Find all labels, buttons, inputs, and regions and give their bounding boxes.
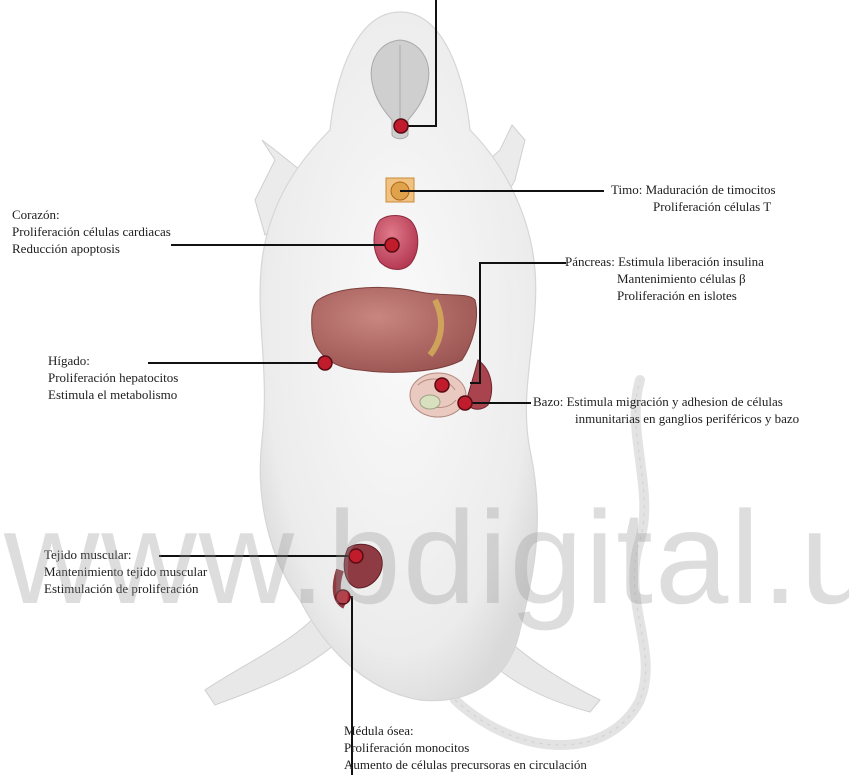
corazon-line-1: Proliferación células cardiacas — [12, 223, 171, 240]
marker-spleen — [458, 396, 472, 410]
label-bazo: Bazo: Estimula migración y adhesion de c… — [533, 393, 799, 427]
bazo-line-2: inmunitarias en ganglios periféricos y b… — [533, 410, 799, 427]
label-corazon: Corazón: Proliferación células cardiacas… — [12, 206, 171, 257]
label-timo: Timo: Maduración de timocitos Proliferac… — [611, 181, 776, 215]
pancreas-line-1: Estimula liberación insulina — [618, 254, 764, 269]
medula-line-1: Proliferación monocitos — [344, 739, 587, 756]
watermark-text: www.bdigital.ul — [4, 492, 849, 624]
marker-heart — [385, 238, 399, 252]
corazon-title: Corazón: — [12, 206, 171, 223]
marker-pancreas — [435, 378, 449, 392]
pancreas-line-2: Mantenimiento células β — [565, 270, 764, 287]
higado-line-2: Estimula el metabolismo — [48, 386, 178, 403]
medula-line-2: Aumento de células precursoras en circul… — [344, 756, 587, 773]
marker-brain — [394, 119, 408, 133]
label-higado: Hígado: Proliferación hepatocitos Estimu… — [48, 352, 178, 403]
corazon-line-2: Reducción apoptosis — [12, 240, 171, 257]
liver-organ — [312, 287, 477, 372]
higado-title: Hígado: — [48, 352, 178, 369]
bazo-title: Bazo: — [533, 394, 563, 409]
timo-line-2: Proliferación células T — [611, 198, 776, 215]
label-pancreas: Páncreas: Estimula liberación insulina M… — [565, 253, 764, 304]
label-medula: Médula ósea: Proliferación monocitos Aum… — [344, 722, 587, 773]
bazo-line-1: Estimula migración y adhesion de células — [567, 394, 783, 409]
marker-liver — [318, 356, 332, 370]
timo-title: Timo: — [611, 182, 642, 197]
medula-title: Médula ósea: — [344, 722, 587, 739]
pancreas-line-3: Proliferación en islotes — [565, 287, 764, 304]
timo-line-1: Maduración de timocitos — [646, 182, 776, 197]
pancreas-title: Páncreas: — [565, 254, 615, 269]
higado-line-1: Proliferación hepatocitos — [48, 369, 178, 386]
